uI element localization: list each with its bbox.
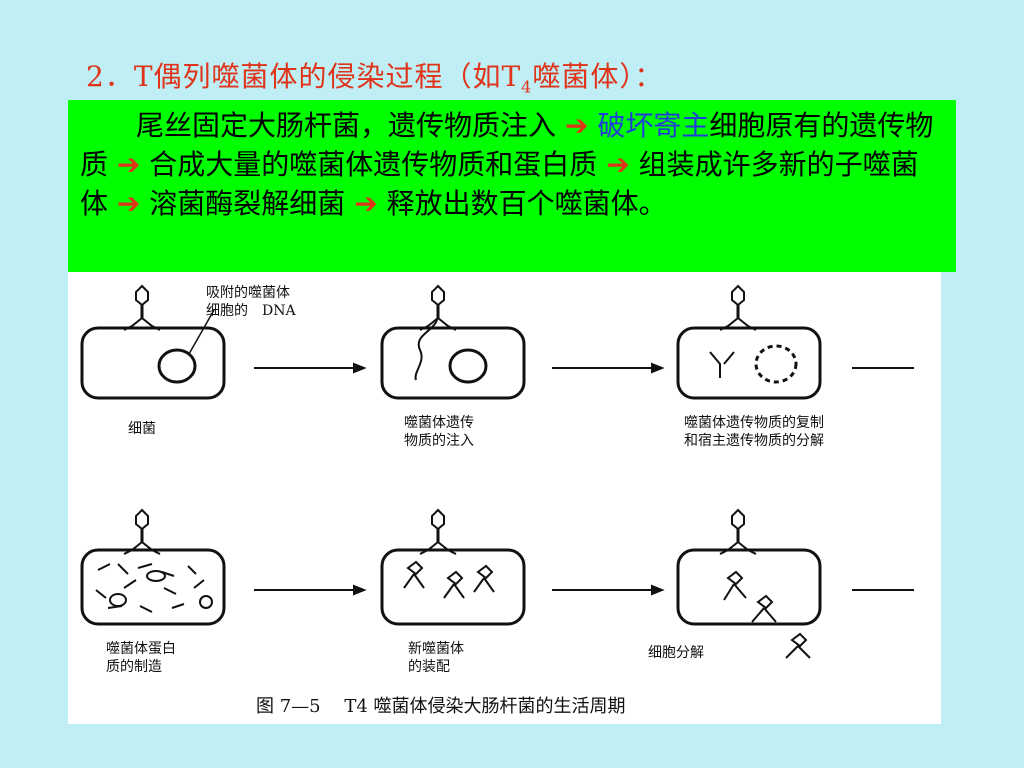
step-assembly: 组装成许多新的子噬菌体 bbox=[80, 148, 919, 220]
figure-caption: 图 7—5 T4 噬菌体侵染大肠杆菌的生活周期 bbox=[256, 696, 626, 717]
arrow-icon: ➔ bbox=[564, 109, 589, 142]
label-adsorbed-phage: 吸附的噬菌体 bbox=[206, 285, 290, 301]
life-cycle-figure: 吸附的噬菌体 细胞的 DNA 细菌 噬菌体遗传 物质的注入 噬菌体遗传物质的复制… bbox=[68, 272, 941, 724]
bacterium-cell bbox=[380, 326, 526, 400]
step-lysis: 溶菌酶裂解细菌 bbox=[149, 187, 346, 220]
arrow-icon: ➔ bbox=[606, 148, 630, 181]
life-cycle-diagram bbox=[80, 284, 914, 659]
bacterium-cell bbox=[80, 326, 226, 400]
arrow-icon: ➔ bbox=[354, 187, 378, 220]
bacterium-cell bbox=[80, 548, 226, 626]
label-lysis: 细胞分解 bbox=[648, 645, 704, 661]
label-replication-2: 和宿主遗传物质的分解 bbox=[684, 433, 824, 449]
label-assembly-1: 新噬菌体 bbox=[408, 641, 464, 657]
label-bacterium: 细菌 bbox=[128, 421, 156, 437]
label-assembly-2: 的装配 bbox=[408, 659, 450, 675]
step-attach-inject: 尾丝固定大肠杆菌，遗传物质注入 bbox=[136, 109, 557, 142]
step-destroy-host: 细胞原有的遗传物质 bbox=[80, 109, 934, 181]
bacterium-cell bbox=[380, 548, 526, 626]
label-protein-1: 噬菌体蛋白 bbox=[106, 641, 176, 657]
arrow-icon: ➔ bbox=[116, 148, 141, 181]
arrow-icon: ➔ bbox=[116, 187, 141, 220]
label-injection-2: 物质的注入 bbox=[404, 433, 474, 449]
label-injection-1: 噬菌体遗传 bbox=[404, 415, 474, 431]
description-box: 尾丝固定大肠杆菌，遗传物质注入 ➔ 破坏寄主细胞原有的遗传物质 ➔ 合成大量的噬… bbox=[68, 100, 956, 272]
step-synthesis: 合成大量的噬菌体遗传物质和蛋白质 bbox=[149, 148, 598, 181]
bacterium-cell bbox=[676, 326, 822, 400]
label-replication-1: 噬菌体遗传物质的复制 bbox=[684, 415, 824, 431]
highlight-text: 破坏寄主 bbox=[597, 109, 710, 142]
label-cell-dna: 细胞的 DNA bbox=[206, 303, 296, 319]
bacterium-cell bbox=[676, 548, 822, 626]
label-protein-2: 质的制造 bbox=[106, 659, 162, 675]
slide-title: 2．T偶列噬菌体的侵染过程（如T4噬菌体）： bbox=[86, 60, 664, 97]
step-release: 释放出数百个噬菌体。 bbox=[386, 187, 667, 220]
